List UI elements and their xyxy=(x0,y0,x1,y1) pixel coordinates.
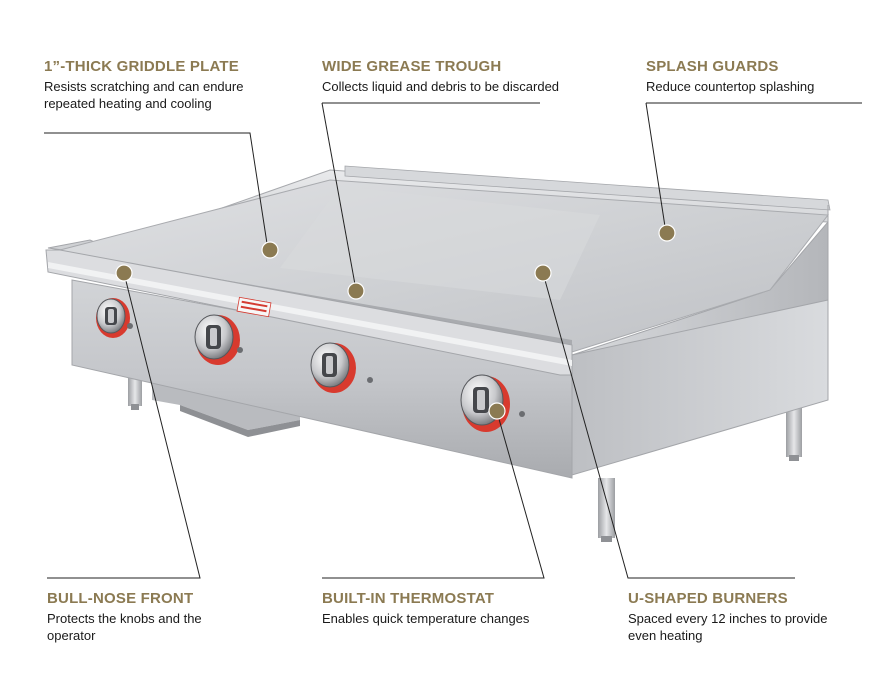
control-knob-icon xyxy=(310,342,356,393)
callout-grease-trough: WIDE GREASE TROUGH Collects liquid and d… xyxy=(322,58,612,95)
callout-description: Protects the knobs and the operator xyxy=(47,611,202,643)
callout-title: BULL-NOSE FRONT xyxy=(47,590,194,607)
callout-title: SPLASH GUARDS xyxy=(646,58,779,75)
callout-griddle-plate: 1”-THICK GRIDDLE PLATE Resists scratchin… xyxy=(44,58,264,112)
callout-title: BUILT-IN THERMOSTAT xyxy=(322,590,495,607)
callout-description: Spaced every 12 inches to provide even h… xyxy=(628,611,828,643)
callout-bull-nose-front: BULL-NOSE FRONT Protects the knobs and t… xyxy=(47,590,247,644)
callout-description: Enables quick temperature changes xyxy=(322,611,530,626)
callout-description: Reduce countertop splashing xyxy=(646,79,815,94)
circle-marker-icon xyxy=(347,282,365,300)
callout-title: U-SHAPED BURNERS xyxy=(628,590,788,607)
leg-front-right xyxy=(598,478,615,542)
circle-marker-icon xyxy=(488,402,506,420)
control-knob-icon xyxy=(194,314,240,365)
callout-splash-guards: SPLASH GUARDS Reduce countertop splashin… xyxy=(646,58,861,95)
callout-description: Collects liquid and debris to be discard… xyxy=(322,79,560,94)
control-knob-icon xyxy=(96,298,130,338)
callout-title: WIDE GREASE TROUGH xyxy=(322,58,502,75)
circle-marker-icon xyxy=(261,241,279,259)
callout-u-shaped-burners: U-SHAPED BURNERS Spaced every 12 inches … xyxy=(628,590,828,644)
circle-marker-icon xyxy=(658,224,676,242)
callout-title: 1”-THICK GRIDDLE PLATE xyxy=(44,58,239,75)
callout-thermostat: BUILT-IN THERMOSTAT Enables quick temper… xyxy=(322,590,582,627)
leg-back-right xyxy=(786,405,802,461)
leader-lines xyxy=(44,102,862,579)
circle-marker-icon xyxy=(534,264,552,282)
callout-description: Resists scratching and can endure repeat… xyxy=(44,79,244,111)
circle-marker-icon xyxy=(115,264,133,282)
